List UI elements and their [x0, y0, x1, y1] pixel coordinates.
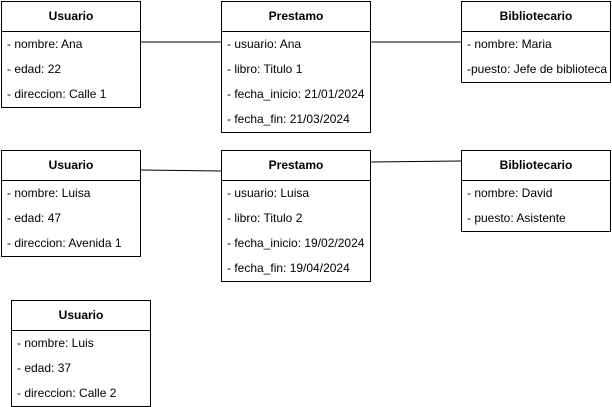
connector-prestamo-2-bibliotecario-david [370, 160, 462, 163]
entity-bibliotecario-maria[interactable]: Bibliotecario - nombre: Maria -puesto: J… [461, 1, 611, 83]
entity-title: Bibliotecario [462, 2, 610, 32]
attribute-direccion: - direccion: Calle 1 [7, 87, 107, 101]
attribute-direccion: - direccion: Avenida 1 [7, 236, 122, 250]
attribute-edad: - edad: 22 [7, 62, 62, 76]
attribute-puesto: -puesto: Jefe de biblioteca [467, 62, 608, 76]
entity-title: Bibliotecario [462, 151, 610, 181]
connector-usuario-luisa-prestamo-2 [140, 169, 222, 172]
attribute-usuario: - usuario: Luisa [227, 186, 310, 200]
entity-title: Usuario [2, 151, 140, 181]
attribute-fecha-inicio: - fecha_inicio: 21/01/2024 [227, 87, 365, 101]
attribute-edad: - edad: 37 [17, 361, 72, 375]
attribute-edad: - edad: 47 [7, 211, 62, 225]
entity-usuario-ana[interactable]: Usuario - nombre: Ana - edad: 22 - direc… [1, 1, 141, 108]
entity-prestamo-1[interactable]: Prestamo - usuario: Ana - libro: Titulo … [221, 1, 371, 133]
attribute-puesto: - puesto: Asistente [467, 211, 566, 225]
attribute-fecha-fin: - fecha_fin: 19/04/2024 [227, 261, 350, 275]
attribute-nombre: - nombre: Luis [17, 336, 94, 350]
attribute-fecha-fin: - fecha_fin: 21/03/2024 [227, 112, 350, 126]
entity-prestamo-2[interactable]: Prestamo - usuario: Luisa - libro: Titul… [221, 150, 371, 282]
attribute-usuario: - usuario: Ana [227, 37, 302, 51]
attribute-nombre: - nombre: Luisa [7, 186, 91, 200]
attribute-fecha-inicio: - fecha_inicio: 19/02/2024 [227, 236, 365, 250]
attribute-libro: - libro: Titulo 2 [227, 211, 303, 225]
attribute-direccion: - direccion: Calle 2 [17, 386, 117, 400]
entity-usuario-luisa[interactable]: Usuario - nombre: Luisa - edad: 47 - dir… [1, 150, 141, 257]
attribute-nombre: - nombre: Ana [7, 37, 83, 51]
attribute-nombre: - nombre: David [467, 186, 553, 200]
entity-title: Prestamo [222, 2, 370, 32]
entity-bibliotecario-david[interactable]: Bibliotecario - nombre: David - puesto: … [461, 150, 611, 232]
attribute-nombre: - nombre: Maria [467, 37, 552, 51]
attribute-libro: - libro: Titulo 1 [227, 62, 303, 76]
entity-usuario-luis[interactable]: Usuario - nombre: Luis - edad: 37 - dire… [11, 300, 151, 407]
entity-title: Usuario [12, 301, 150, 331]
entity-title: Prestamo [222, 151, 370, 181]
entity-title: Usuario [2, 2, 140, 32]
